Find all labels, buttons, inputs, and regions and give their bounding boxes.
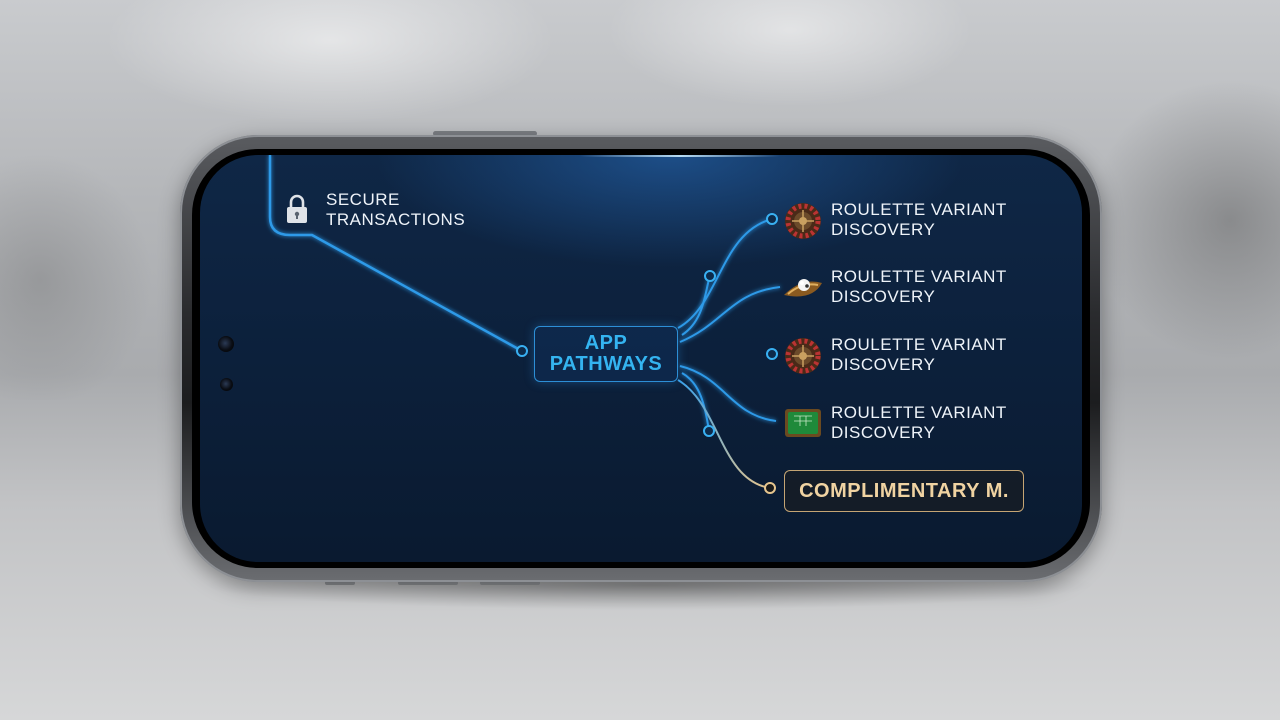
branch-line-1: [677, 218, 773, 329]
branch-line-1b: [681, 275, 711, 336]
connector-lines: [268, 155, 781, 494]
branch-node-1: [766, 213, 778, 225]
complimentary-button[interactable]: COMPLIMENTARY M.: [784, 470, 1024, 512]
branch-4-line-2: DISCOVERY: [831, 423, 936, 442]
front-camera-1: [218, 336, 234, 352]
roulette-wheel-icon: [785, 338, 821, 374]
branch-line-4b: [681, 372, 710, 432]
branch-node-gold: [764, 482, 776, 494]
hub-left-node: [516, 345, 528, 357]
roulette-wheel-icon: [785, 203, 821, 239]
branch-3-line-2: DISCOVERY: [831, 355, 936, 374]
phone-side-button-2: [398, 581, 458, 585]
branch-line-gold: [677, 379, 771, 489]
top-glow: [580, 155, 780, 157]
branch-line-4: [679, 365, 777, 422]
hub-line-1: APP: [584, 332, 628, 354]
branch-label-3[interactable]: ROULETTE VARIANT DISCOVERY: [831, 335, 1007, 375]
branch-1-line-2: DISCOVERY: [831, 220, 936, 239]
phone-side-button-1: [325, 581, 355, 585]
app-display: SECURE TRANSACTIONS APP PATHWAYS ROULETT…: [200, 155, 1082, 562]
phone-frame: SECURE TRANSACTIONS APP PATHWAYS ROULETT…: [180, 135, 1102, 582]
branch-2-line-2: DISCOVERY: [831, 287, 936, 306]
branch-label-4[interactable]: ROULETTE VARIANT DISCOVERY: [831, 403, 1007, 443]
phone-screen-bezel: SECURE TRANSACTIONS APP PATHWAYS ROULETT…: [192, 149, 1090, 568]
secure-transactions-label: SECURE TRANSACTIONS: [326, 190, 465, 230]
trunk-line: [268, 155, 523, 353]
secure-line-1: SECURE: [326, 190, 400, 209]
branch-4-line-1: ROULETTE VARIANT: [831, 403, 1007, 422]
secure-line-2: TRANSACTIONS: [326, 210, 466, 229]
branch-label-1[interactable]: ROULETTE VARIANT DISCOVERY: [831, 200, 1007, 240]
branch-1-line-1: ROULETTE VARIANT: [831, 200, 1007, 219]
lock-icon: [287, 194, 307, 223]
branch-2-line-1: ROULETTE VARIANT: [831, 267, 1007, 286]
hub-line-2: PATHWAYS: [549, 353, 663, 375]
front-camera-2: [220, 378, 233, 391]
phone-side-button-3: [480, 581, 540, 585]
branch-node-3: [766, 348, 778, 360]
branch-node-4b: [703, 425, 715, 437]
branch-label-2[interactable]: ROULETTE VARIANT DISCOVERY: [831, 267, 1007, 307]
roulette-table-icon: [785, 409, 821, 437]
branch-3-line-1: ROULETTE VARIANT: [831, 335, 1007, 354]
roulette-ball-icon: [784, 279, 822, 297]
phone-side-button-top: [433, 131, 537, 136]
branch-line-2: [679, 286, 781, 343]
app-pathways-hub[interactable]: APP PATHWAYS: [534, 326, 678, 382]
branch-node-1b: [704, 270, 716, 282]
complimentary-label: COMPLIMENTARY M.: [799, 479, 1009, 502]
